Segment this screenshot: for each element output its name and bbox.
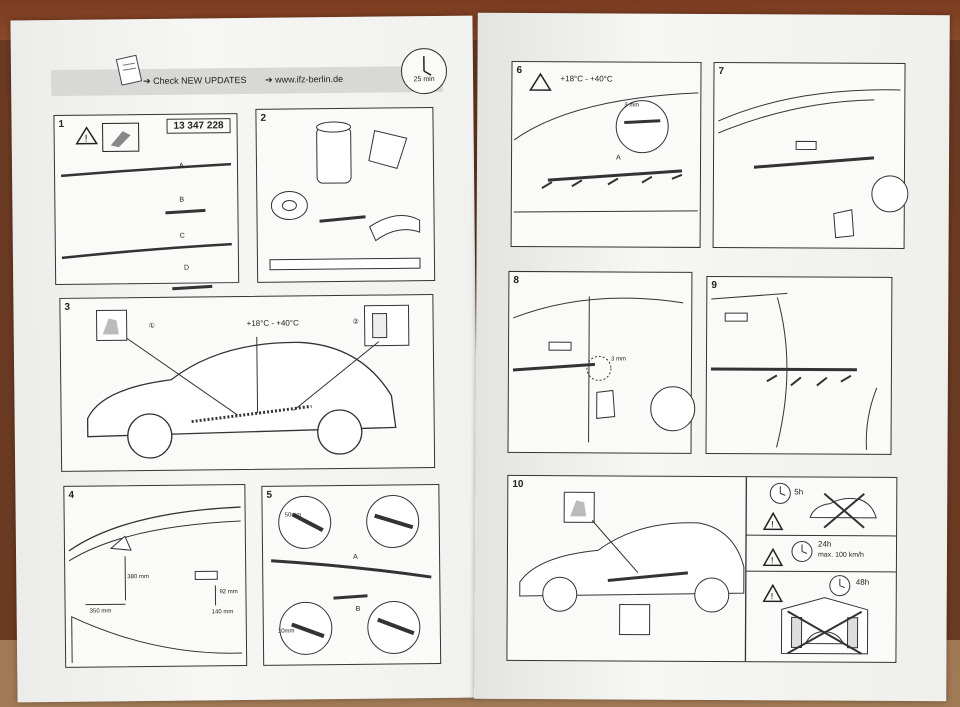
step-9-panel: 9 [705, 275, 893, 455]
door-handle [724, 312, 748, 322]
warning-icon: ! [762, 547, 784, 567]
hand-icon [570, 500, 587, 517]
step-1-panel: 1 13 347 228 ! A B C D [53, 113, 240, 291]
rule-2-time: 24h [817, 539, 832, 549]
part-label-a: A [353, 553, 358, 561]
warning-icon: ! [762, 511, 784, 531]
bottle-icon [372, 313, 388, 339]
clock-icon [791, 540, 813, 562]
step-8-panel: 8 3 mm [507, 270, 696, 454]
rule-2-speed: max. 100 km/h [817, 551, 864, 559]
part-label-b: B [179, 196, 185, 204]
warning-icon [529, 72, 552, 91]
dim-10mm: 10mm [277, 628, 295, 635]
gap-3mm: 3 mm [624, 102, 640, 109]
squeegee-icon [833, 209, 855, 239]
part-label-d: D [184, 264, 190, 272]
dim-50mm: 50mm [284, 512, 302, 519]
door-press-drawing [717, 89, 909, 239]
knife-icon [319, 215, 366, 223]
dim-140: 140 mm [211, 609, 234, 616]
trim-end-drawing [512, 296, 696, 443]
cleaner-bottle-icon [316, 126, 352, 184]
website-link[interactable]: ➔ www.ifz-berlin.de [265, 73, 344, 85]
rear-trim-drawing [710, 292, 878, 450]
trim-parts-drawing: ! [60, 122, 232, 291]
install-time: 25 min [413, 75, 435, 84]
hand-icon [102, 318, 119, 335]
car-body [86, 341, 397, 438]
instruction-sheet-left: ➔ Check NEW UPDATES ➔ www.ifz-berlin.de … [10, 15, 480, 703]
mark-1: ① [148, 322, 155, 331]
tape-application-drawing [271, 494, 432, 655]
door-handle [548, 341, 572, 351]
door-apply-drawing [513, 72, 699, 213]
step-7-panel: 7 [712, 62, 909, 250]
part-label-a: A [616, 154, 621, 162]
front-wheel [127, 413, 173, 459]
clock-icon [829, 575, 851, 597]
svg-text:!: ! [771, 555, 774, 565]
dim-92: 92 mm [219, 589, 238, 596]
part-label-b: B [355, 605, 361, 613]
step-3-panel: 3 ① ② +18°C - +40°C [59, 294, 436, 472]
rule-1-time: 5h [794, 487, 804, 497]
dim-380: 380 mm [127, 574, 149, 581]
warning-icon [75, 126, 99, 145]
rear-wheel [317, 409, 363, 455]
spray-gun-icon [110, 131, 131, 148]
svg-text:!: ! [771, 519, 774, 529]
check-updates-text: ➔ Check NEW UPDATES [143, 74, 247, 87]
no-car-wash-icon [809, 492, 877, 529]
step-2-panel: 2 [255, 107, 436, 283]
dim-350: 350 mm [89, 608, 112, 615]
instruction-sheet-right: 6 +18°C - +40°C 3 mm A 7 8 [474, 12, 950, 702]
step-4-panel: 4 380 mm 350 mm 140 mm 92 mm [63, 484, 248, 668]
door-handle [194, 570, 218, 581]
warning-icon: ! [762, 583, 783, 603]
part-label-a: A [178, 162, 184, 170]
door-handle [795, 140, 817, 151]
step-10-panel: 10 ! 5h [506, 474, 898, 663]
document-icon [115, 54, 143, 86]
svg-text:!: ! [771, 591, 774, 601]
mark-2: ② [352, 318, 359, 326]
gap-3mm: 3 mm [610, 356, 627, 363]
svg-text:!: ! [85, 134, 88, 145]
no-car-wash-station-icon [780, 597, 869, 655]
rule-3-time: 48h [855, 577, 870, 587]
tools-drawing [269, 121, 421, 271]
step-6-panel: 6 +18°C - +40°C 3 mm A [510, 60, 702, 248]
car-side-drawing [86, 304, 410, 459]
temperature-range: +18°C - +40°C [560, 74, 613, 84]
clock-icon [769, 482, 791, 504]
door-measure-drawing [68, 506, 243, 663]
finished-car-drawing [519, 477, 897, 662]
car-body [519, 522, 745, 597]
step-5-panel: 5 50mm 10mm A B [261, 483, 442, 666]
ruler-icon [269, 257, 421, 271]
cloth-icon [368, 130, 408, 170]
clock-icon [423, 56, 432, 76]
tape-roll-icon [270, 191, 308, 221]
part-label-c: C [179, 232, 185, 240]
install-time-clock: 25 min [400, 47, 448, 95]
header-bar: ➔ Check NEW UPDATES ➔ www.ifz-berlin.de … [50, 47, 448, 97]
temperature-range: +18°C - +40°C [246, 318, 299, 328]
